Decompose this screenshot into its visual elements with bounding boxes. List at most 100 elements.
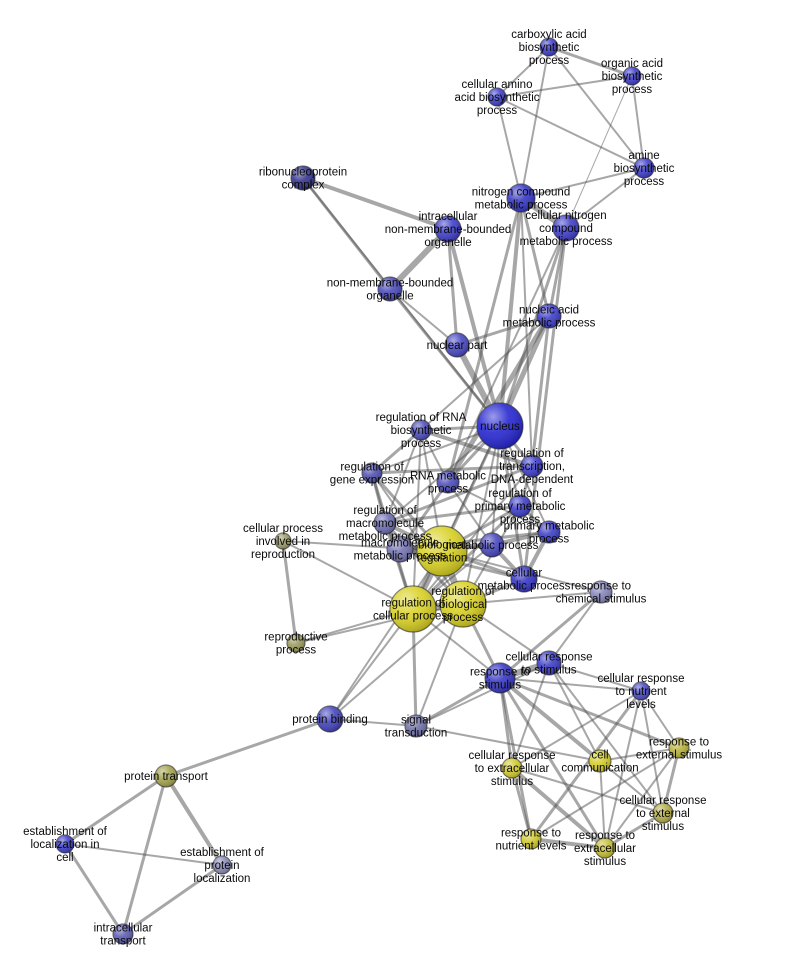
graph-edge-regulation-of-rna-biosynthetic-process--regulation-of-macromolecule-metabolic-process — [384, 429, 422, 524]
graph-edge-response-to-chemical-stimulus--response-to-stimulus — [498, 590, 603, 680]
graph-edge-organic-acid-biosynthetic-process--cellular-nitrogen-compound-metabolic-process — [565, 75, 633, 229]
graph-edge-response-to-stimulus--cellular-response-to-nutrient-levels — [499, 677, 642, 692]
node-gloss-regulation-of-primary-metabolic-process — [509, 495, 531, 517]
graph-edge-cellular-response-to-extracellular-stimulus--response-to-extracellular-stimulus — [510, 766, 607, 850]
graph-edge-response-to-stimulus--cell-communication — [498, 676, 602, 763]
graph-edge-regulation-of-rna-biosynthetic-process--regulation-of-gene-expression — [370, 428, 423, 475]
graph-edge-response-to-external-stimulus--response-to-nutrient-levels — [530, 747, 680, 840]
node-gloss-signal-transduction — [405, 715, 427, 737]
node-gloss-cell-communication — [589, 750, 611, 772]
graph-edge-response-to-stimulus--response-to-extracellular-stimulus — [498, 676, 607, 850]
graph-edge-signal-transduction--cellular-response-to-stimulus — [415, 662, 550, 727]
graph-edge-non-membrane-bounded-organelle--nuclear-part — [389, 288, 458, 346]
graph-edge-signal-transduction--response-to-stimulus — [414, 676, 502, 728]
graph-edge-cell-communication--cellular-response-to-external-stimulus — [599, 760, 664, 814]
graph-edge-cellular-response-to-nutrient-levels--cellular-response-to-extracellular-stimulus — [511, 690, 642, 769]
graph-edge-cellular-process-involved-in-reproduction--regulation-of-cellular-process — [282, 540, 414, 610]
node-gloss-response-to-chemical-stimulus — [590, 581, 612, 603]
node-gloss-amine-biosynthetic-process — [634, 158, 654, 178]
node-gloss-regulation-of-rna-biosynthetic-process — [411, 420, 431, 440]
node-gloss-nitrogen-compound-metabolic-process — [507, 184, 535, 212]
node-gloss-response-to-external-stimulus — [669, 738, 689, 758]
graph-edge-ribonucleoprotein-complex--intracellular-non-membrane-bounded-organelle — [301, 176, 450, 231]
graph-edge-cellular-response-to-nutrient-levels--response-to-extracellular-stimulus — [604, 690, 642, 849]
node-gloss-reproductive-process — [287, 634, 305, 652]
node-gloss-regulation-of-gene-expression — [362, 463, 382, 483]
graph-edge-regulation-of-rna-biosynthetic-process--regulation-of-transcription-dna-dependent — [419, 428, 534, 468]
graph-edge-cellular-response-to-nutrient-levels--response-to-nutrient-levels — [529, 689, 643, 841]
graph-edge-protein-binding--signal-transduction — [329, 718, 417, 727]
node-gloss-protein-binding — [317, 706, 343, 732]
graph-edge-response-to-external-stimulus--cellular-response-to-external-stimulus — [661, 746, 681, 815]
graph-edge-cellular-process-involved-in-reproduction--biological-regulation — [282, 540, 443, 552]
node-gloss-rna-metabolic-process — [437, 471, 459, 493]
node-layer — [55, 37, 690, 945]
graph-edge-cellular-amino-acid-biosynthetic-process--nitrogen-compound-metabolic-process — [496, 96, 522, 199]
node-gloss-cellular-metabolic-process — [511, 566, 537, 592]
node-gloss-cellular-process-involved-in-reproduction — [275, 533, 291, 549]
node-gloss-nucleic-acid-metabolic-process — [537, 304, 561, 328]
graph-edge-establishment-of-localization-in-cell--intracellular-transport — [63, 842, 125, 936]
graph-edge-protein-transport--establishment-of-protein-localization — [164, 774, 224, 867]
graph-edge-rna-metabolic-process--primary-metabolic-process — [447, 481, 550, 533]
node-gloss-nuclear-part — [445, 333, 469, 357]
node-gloss-cellular-response-to-extracellular-stimulus — [502, 758, 522, 778]
graph-edge-cellular-nitrogen-compound-metabolic-process--cellular-metabolic-process — [522, 226, 568, 581]
graph-edge-cellular-nitrogen-compound-metabolic-process--nucleus — [498, 226, 568, 428]
node-gloss-regulation-of-biological-process — [440, 581, 486, 627]
graph-edge-amine-biosynthetic-process--nitrogen-compound-metabolic-process — [520, 167, 645, 199]
node-gloss-regulation-of-cellular-process — [390, 586, 436, 632]
graph-edge-cellular-response-to-extracellular-stimulus--response-to-nutrient-levels — [510, 766, 533, 841]
graph-edge-carboxylic-acid-biosynthetic-process--organic-acid-biosynthetic-process — [547, 45, 634, 78]
node-gloss-biological-regulation — [417, 526, 467, 576]
node-gloss-primary-metabolic-process — [538, 521, 560, 543]
node-gloss-regulation-of-transcription-dna-dependent — [521, 455, 543, 477]
node-gloss-non-membrane-bounded-organelle — [378, 277, 402, 301]
graph-edge-cellular-response-to-stimulus--cellular-response-to-nutrient-levels — [548, 662, 642, 692]
graph-edge-nucleic-acid-metabolic-process--regulation-of-rna-biosynthetic-process — [420, 315, 550, 431]
node-gloss-cellular-nitrogen-compound-metabolic-process — [553, 215, 579, 241]
graph-edge-establishment-of-protein-localization--intracellular-transport — [121, 863, 224, 936]
node-gloss-intracellular-non-membrane-bounded-organelle — [435, 216, 461, 242]
node-gloss-cellular-amino-acid-biosynthetic-process — [488, 88, 506, 106]
graph-edge-regulation-of-macromolecule-metabolic-process--regulation-of-primary-metabolic-process — [383, 504, 522, 525]
node-gloss-nucleus — [477, 403, 523, 449]
graph-edge-carboxylic-acid-biosynthetic-process--nitrogen-compound-metabolic-process — [520, 46, 550, 199]
node-gloss-intracellular-transport — [113, 924, 133, 944]
graph-edge-regulation-of-transcription-dna-dependent--regulation-of-gene-expression — [370, 464, 534, 475]
graph-edge-amine-biosynthetic-process--cellular-nitrogen-compound-metabolic-process — [565, 167, 645, 229]
edge-layer — [63, 45, 681, 936]
graph-edge-intracellular-non-membrane-bounded-organelle--nuclear-part — [446, 227, 459, 347]
graph-edge-organic-acid-biosynthetic-process--cellular-amino-acid-biosynthetic-process — [496, 75, 633, 98]
graph-edge-cellular-nitrogen-compound-metabolic-process--rna-metabolic-process — [447, 227, 567, 483]
graph-edge-rna-metabolic-process--macromolecule-metabolic-process — [398, 480, 450, 551]
node-gloss-cellular-response-to-nutrient-levels — [632, 682, 650, 700]
node-gloss-protein-transport — [155, 765, 177, 787]
graph-edge-cellular-response-to-nutrient-levels--response-to-external-stimulus — [640, 690, 680, 749]
graph-edge-cellular-response-to-stimulus--cell-communication — [548, 662, 601, 762]
graph-edge-nucleic-acid-metabolic-process--nuclear-part — [455, 314, 551, 347]
graph-edge-protein-binding--biological-regulation — [329, 550, 443, 720]
graph-edge-response-to-external-stimulus--cell-communication — [599, 747, 680, 762]
graph-edge-response-to-nutrient-levels--response-to-extracellular-stimulus — [529, 837, 607, 850]
graph-edge-cell-communication--response-to-extracellular-stimulus — [599, 760, 606, 849]
graph-edge-regulation-of-transcription-dna-dependent--regulation-of-cellular-process — [412, 465, 533, 610]
graph-edge-nucleic-acid-metabolic-process--rna-metabolic-process — [445, 313, 552, 485]
graph-edge-nucleic-acid-metabolic-process--regulation-of-transcription-dna-dependent — [530, 314, 551, 468]
node-gloss-establishment-of-protein-localization — [213, 856, 231, 874]
node-gloss-response-to-nutrient-levels — [521, 829, 541, 849]
node-gloss-carboxylic-acid-biosynthetic-process — [540, 38, 558, 56]
graph-edge-organic-acid-biosynthetic-process--amine-biosynthetic-process — [631, 75, 645, 169]
graph-edge-cellular-response-to-external-stimulus--response-to-extracellular-stimulus — [603, 811, 665, 850]
graph-edge-intracellular-non-membrane-bounded-organelle--non-membrane-bounded-organelle — [387, 226, 451, 292]
graph-edge-response-to-chemical-stimulus--cellular-response-to-stimulus — [548, 591, 602, 664]
graph-edge-cellular-amino-acid-biosynthetic-process--amine-biosynthetic-process — [496, 96, 645, 169]
node-gloss-organic-acid-biosynthetic-process — [623, 67, 641, 85]
node-gloss-ribonucleoprotein-complex — [291, 166, 315, 190]
node-gloss-regulation-of-macromolecule-metabolic-process — [374, 512, 396, 534]
graph-edge-carboxylic-acid-biosynthetic-process--cellular-amino-acid-biosynthetic-process — [496, 46, 550, 98]
graph-edge-reproductive-process--regulation-of-biological-process — [295, 603, 464, 644]
node-gloss-response-to-stimulus — [485, 663, 515, 693]
